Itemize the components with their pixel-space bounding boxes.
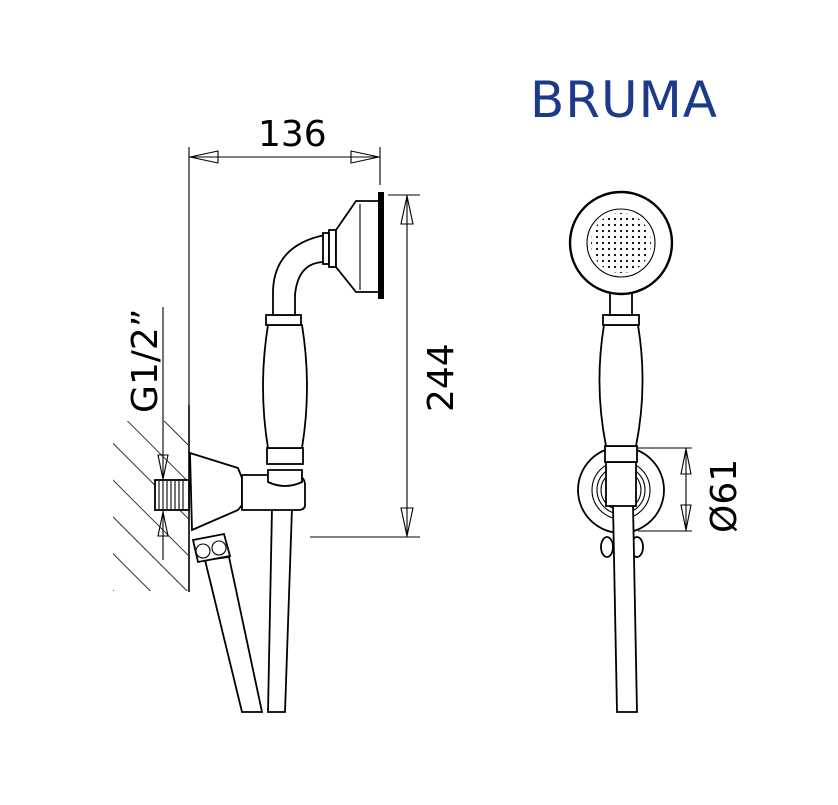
thread-dimension xyxy=(157,307,169,560)
front-view-shower xyxy=(568,190,674,713)
brand-logo: BRUMA xyxy=(530,71,718,129)
width-dimension xyxy=(188,147,381,405)
side-view-shower xyxy=(154,192,384,713)
diameter-dimension-label: Ø61 xyxy=(704,459,745,533)
height-dimension xyxy=(310,194,420,538)
width-dimension-label: 136 xyxy=(258,114,327,155)
thread-dimension-label: G1/2” xyxy=(125,309,166,413)
diameter-dimension xyxy=(638,447,692,532)
height-dimension-label: 244 xyxy=(421,343,462,412)
